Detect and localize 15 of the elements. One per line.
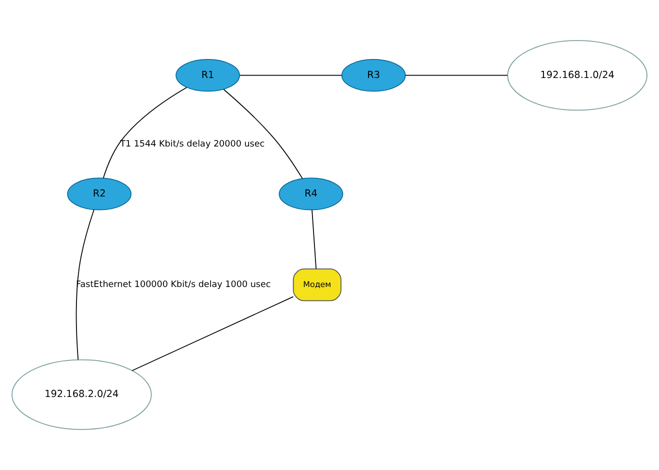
connector <box>239 74 342 76</box>
node-ellipse: 192.168.2.0/24 <box>12 359 152 430</box>
node-box: Модем <box>292 268 342 302</box>
connector <box>312 210 317 270</box>
node-ellipse: R2 <box>67 178 132 210</box>
edge-label: T1 1544 Kbit/s delay 20000 usec <box>120 139 265 150</box>
node-ellipse: R3 <box>341 59 406 92</box>
connector <box>223 88 303 179</box>
node-ellipse: 192.168.1.0/24 <box>507 40 648 111</box>
connector <box>132 296 294 372</box>
connector <box>102 87 188 178</box>
node-ellipse: R1 <box>176 59 240 92</box>
connector <box>76 209 94 360</box>
connector <box>405 74 508 76</box>
node-ellipse: R4 <box>278 178 344 210</box>
